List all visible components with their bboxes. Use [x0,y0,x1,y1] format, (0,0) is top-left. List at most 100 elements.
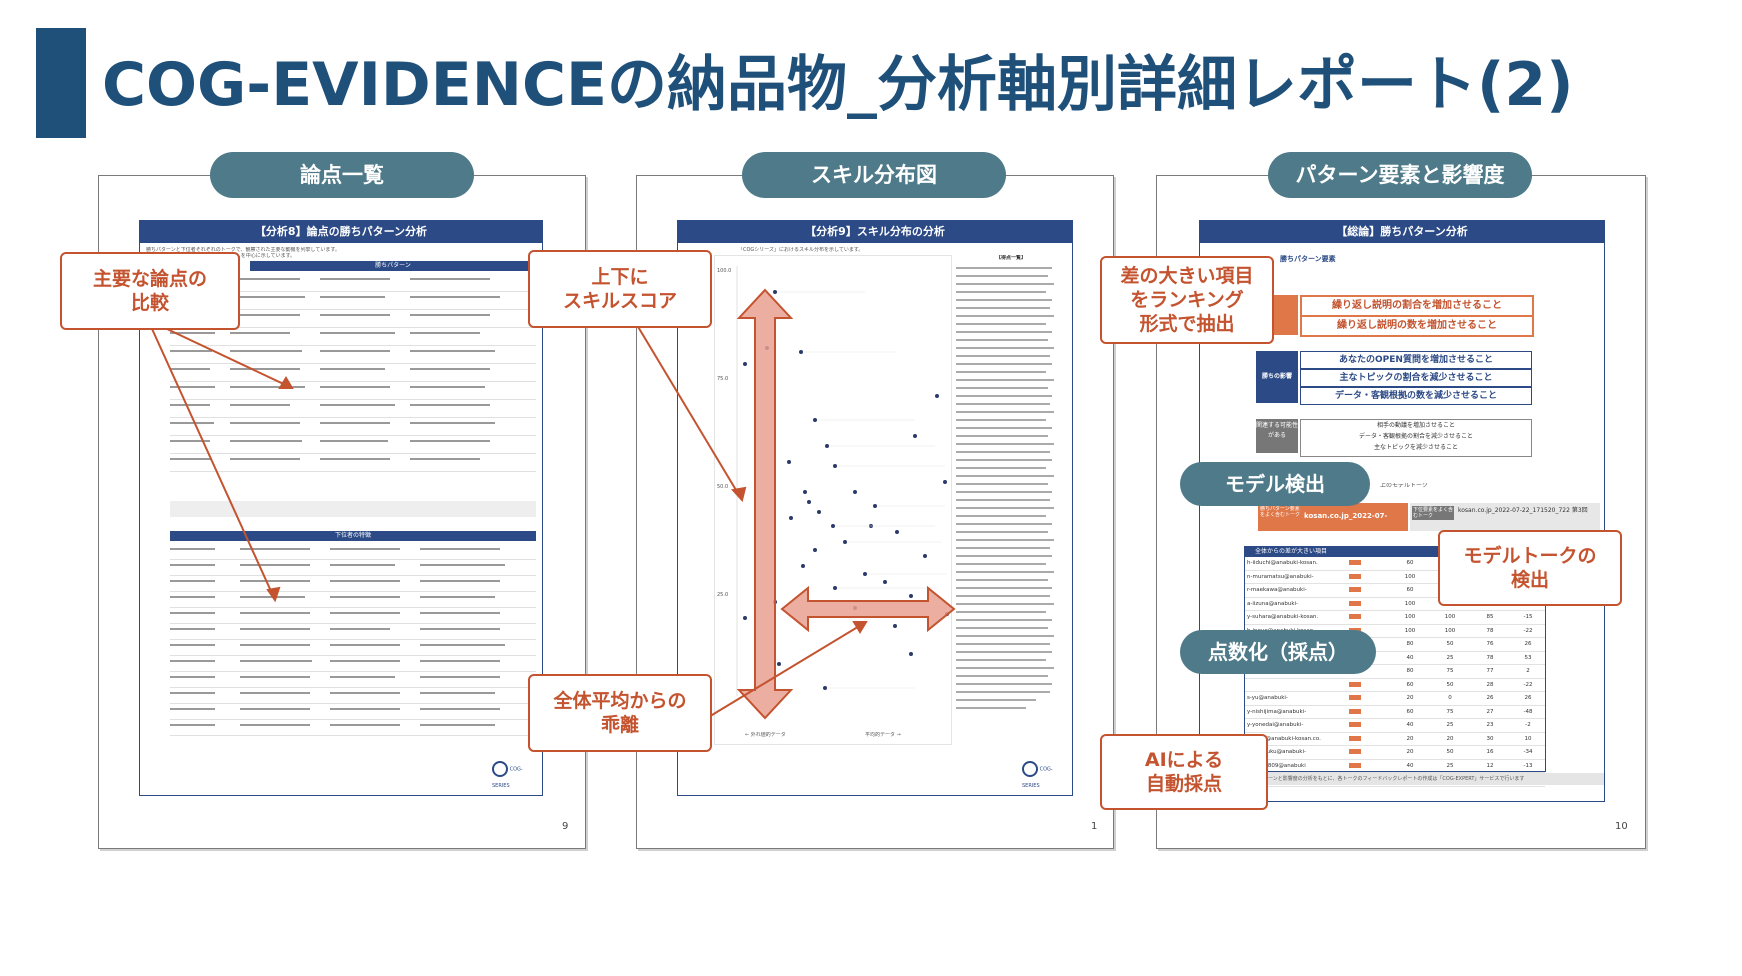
footer-note: 勝ちパターンと影響度の分析をもとに、各トークのフィードバックレポートの作成は「C… [1244,773,1604,785]
row-bar [1349,695,1361,700]
score-list-title: 【得点一覧】 [995,255,1026,261]
row-value-cell: -15 [1523,614,1533,620]
row-name-cell: a-iizuna@anabuki- [1247,600,1299,607]
y-tick-25: 25.0 [717,592,729,598]
row-value-cell: 2 [1526,668,1530,674]
row-bar [1349,708,1361,714]
row-value-cell: 16 [1486,749,1494,755]
row-value-cell: 25 [1446,654,1454,661]
row-value-cell: -34 [1523,749,1533,755]
page-number-2: 1 [1091,821,1098,832]
diff-table-row: h-iiduchi@anabuki-kosan.60 [1245,557,1545,571]
row-value-cell: 100 [1444,614,1456,620]
row-value-cell: 30 [1486,735,1494,742]
row-value-cell: 26 [1524,695,1532,701]
pill-scoring: 点数化（採点） [1180,630,1376,674]
pill-pattern: パターン要素と影響度 [1268,152,1532,198]
vertical-double-arrow [736,288,794,720]
diff-table-title: 全体からの差が大きい項目 [1245,547,1545,557]
row-name-cell: s-ueda@anabuki-kosan.co. [1247,735,1321,742]
row-value-cell: 76 [1486,641,1494,647]
model-left-box: 勝ちパターン要素をよく含むトーク kosan.co.jp_2022-07- [1258,503,1408,531]
row-value-cell: 20 [1406,695,1414,701]
row-value-cell: 75 [1446,708,1454,715]
row-value-cell: 60 [1406,708,1414,715]
row-value-cell: 100 [1404,600,1416,607]
row-name-cell: anbup0809@anabuki [1247,762,1306,769]
doc-1-intro-1: 勝ちパターンと下位者それぞれのトークで、観察された主要な動機を列挙しています。 [146,247,340,253]
page-number-3: 10 [1615,821,1628,832]
row-value-cell: -22 [1523,681,1533,688]
row-value-cell: 23 [1486,722,1494,728]
row-name-cell: y-suhara@anabuki-kosan. [1247,614,1319,620]
row-bar [1349,600,1361,606]
row-value-cell: 26 [1524,641,1532,647]
model-right-box: 下位要素をよく含むトーク kosan.co.jp_2022-07-22_1715… [1410,503,1600,531]
navy-item-1: あなたのOPEN質問を増加させること [1300,351,1532,369]
scatter-points [736,266,949,696]
navy-label: 勝ちの影響 [1256,351,1298,403]
orange-item-1: 繰り返し説明の割合を増加させること [1300,295,1534,315]
doc-2-intro: 「COGシリーズ」におけるスキル分布を示しています。 [738,247,864,253]
row-bar [1349,560,1361,565]
row-value-cell: 53 [1524,654,1532,661]
row-value-cell: 60 [1406,560,1414,566]
row-name-cell: n-muramatsu@anabuki- [1247,573,1314,580]
doc-1-table2 [170,543,536,743]
row-bar [1349,735,1361,741]
diff-table-row: n-muramatsu@anabuki- 100 [1245,571,1545,584]
row-name-cell: y-yonedai@anabuki- [1247,722,1304,728]
y-tick-50: 50.0 [717,484,729,490]
row-value-cell: 60 [1406,587,1414,593]
horizontal-double-arrow [780,585,956,633]
callout-model-talk: モデルトークの検出 [1438,530,1622,606]
row-value-cell: 100 [1404,627,1416,634]
callout-ranking: 差の大きい項目をランキング形式で抽出 [1100,256,1274,344]
report-page-2: 【分析9】スキル分布の分析 「COGシリーズ」におけるスキル分布を示しています。… [636,175,1114,849]
doc-1-spacer [170,501,536,517]
row-value-cell: 20 [1406,735,1414,742]
row-value-cell: 100 [1404,573,1416,580]
row-bar [1349,681,1361,687]
cog-series-logo-2: COG-SERIES [1022,761,1070,789]
row-value-cell: 0 [1448,695,1452,701]
model-value-right: kosan.co.jp_2022-07-22_171520_722 第3回 [1458,507,1588,514]
pill-skill: スキル分布図 [742,152,1006,198]
section-pattern: 勝ちパターン要素 [1280,255,1336,263]
grey-items: 相手の動議を増加させること データ・客観根拠の割合を減少させること 主なトピック… [1300,419,1532,457]
x-label-outlier: ← 外れ値的データ [745,732,786,738]
y-tick-75: 75.0 [717,376,729,382]
diff-table-row: r-maekawa@anabuki-60 [1245,584,1545,598]
callout-mean-deviation: 全体平均からの乖離 [528,674,712,752]
row-value-cell: 26 [1486,695,1494,701]
slide-title: COG-EVIDENCEの納品物_分析軸別詳細レポート(2) [102,50,1574,120]
row-name-cell: s-yu@anabuki- [1247,695,1288,701]
pill-ronten: 論点一覧 [210,152,474,198]
row-value-cell: 40 [1406,722,1414,728]
row-value-cell: 50 [1446,641,1454,647]
row-value-cell: 85 [1486,614,1494,620]
row-value-cell: 80 [1406,641,1414,647]
row-value-cell: 77 [1486,668,1494,674]
diff-table-row: s-yu@anabuki- 20 0 26 26 [1245,692,1545,706]
row-bar [1349,749,1361,754]
row-bar [1349,722,1361,727]
navy-item-3: データ・客観根拠の数を減少させること [1300,387,1532,405]
row-value-cell: -13 [1523,762,1533,769]
diff-table-row: a-iizuna@anabuki- 100 [1245,598,1545,611]
row-value-cell: 12 [1486,762,1494,769]
row-value-cell: -2 [1525,722,1531,728]
callout-main-points: 主要な論点の比較 [60,252,240,330]
model-tag-right: 下位要素をよく含むトーク [1412,506,1454,520]
callout-ai-scoring: AIによる自動採点 [1100,734,1268,810]
pill-model-detect: モデル検出 [1180,462,1370,506]
doc-1: 【分析8】論点の勝ちパターン分析 勝ちパターンと下位者それぞれのトークで、観察さ… [139,220,543,796]
row-value-cell: 50 [1446,749,1454,755]
